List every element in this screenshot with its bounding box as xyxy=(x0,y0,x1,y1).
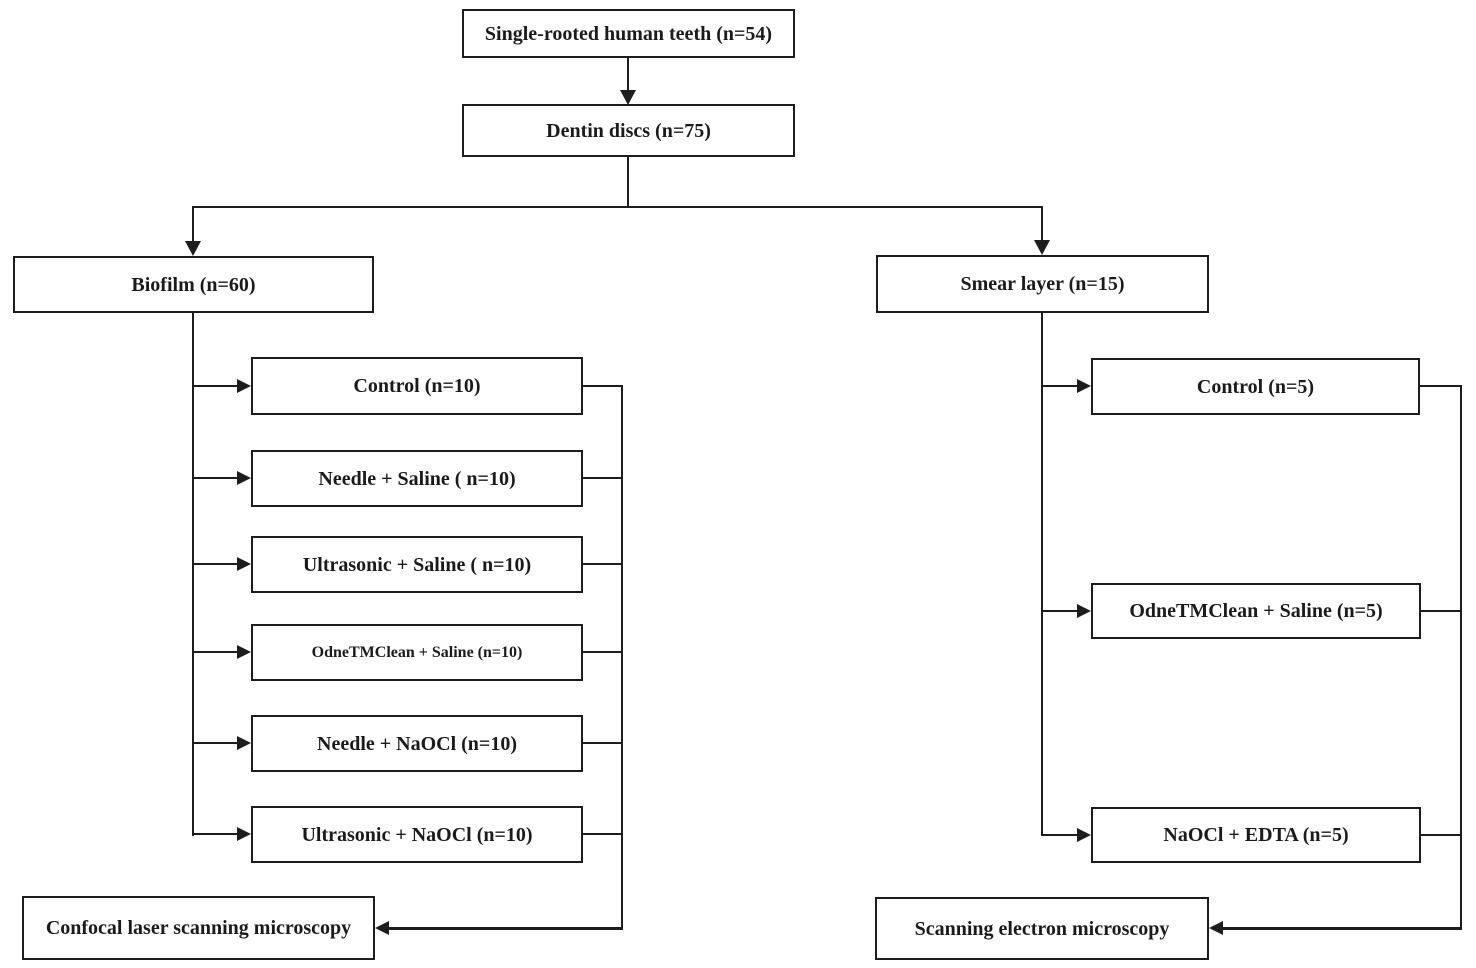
connector-split-smear xyxy=(1041,206,1043,241)
stub-ultrasonic-saline xyxy=(583,563,623,565)
stub-naocl-edta xyxy=(1420,834,1462,836)
node-needle-saline: Needle + Saline ( n=10) xyxy=(251,450,583,507)
node-needle-naocl: Needle + NaOCl (n=10) xyxy=(251,715,583,772)
connector-smear-odneclean xyxy=(1042,610,1079,612)
node-biofilm-control: Control (n=10) xyxy=(251,357,583,415)
arrowhead-needle-naocl-icon xyxy=(237,736,251,750)
node-confocal-microscopy: Confocal laser scanning microscopy xyxy=(22,896,375,960)
node-odneclean-saline: OdneTMClean + Saline (n=10) xyxy=(251,624,583,681)
arrowhead-discs-icon xyxy=(620,90,636,105)
node-ultrasonic-naocl: Ultrasonic + NaOCl (n=10) xyxy=(251,806,583,863)
stub-needle-naocl xyxy=(583,742,623,744)
stub-biofilm-control xyxy=(583,385,623,387)
arrowhead-ultrasonic-naocl-icon xyxy=(237,827,251,841)
connector-smear-spine xyxy=(1041,313,1043,836)
connector-needle-saline xyxy=(193,477,238,479)
connector-collector-clsm xyxy=(387,927,623,930)
connector-teeth-discs xyxy=(627,58,629,92)
arrowhead-smear-odneclean-icon xyxy=(1077,604,1091,618)
node-naocl-edta: NaOCl + EDTA (n=5) xyxy=(1091,807,1421,863)
connector-naocl-edta xyxy=(1042,834,1079,836)
arrowhead-biofilm-icon xyxy=(185,241,201,256)
connector-left-collector xyxy=(621,385,623,930)
node-smear-odneclean-saline: OdneTMClean + Saline (n=5) xyxy=(1091,583,1421,639)
connector-needle-naocl xyxy=(193,742,238,744)
arrowhead-sem-icon xyxy=(1209,921,1223,935)
stub-needle-saline xyxy=(583,477,623,479)
node-ultrasonic-saline: Ultrasonic + Saline ( n=10) xyxy=(251,536,583,593)
node-single-rooted-teeth: Single-rooted human teeth (n=54) xyxy=(462,9,795,58)
connector-ultrasonic-saline xyxy=(193,563,238,565)
arrowhead-biofilm-control-icon xyxy=(237,379,251,393)
stub-smear-control xyxy=(1420,385,1462,387)
stub-odneclean-saline xyxy=(583,651,623,653)
connector-smear-control xyxy=(1042,385,1079,387)
node-scanning-electron-microscopy: Scanning electron microscopy xyxy=(875,897,1209,960)
node-smear-control: Control (n=5) xyxy=(1091,358,1420,415)
node-dentin-discs: Dentin discs (n=75) xyxy=(462,104,795,157)
connector-biofilm-control xyxy=(193,385,238,387)
connector-collector-sem xyxy=(1221,927,1462,930)
connector-odneclean-saline xyxy=(193,651,238,653)
connector-split-biofilm xyxy=(192,206,194,242)
arrowhead-smear-icon xyxy=(1034,240,1050,255)
connector-split-bar xyxy=(192,206,1043,208)
arrowhead-smear-control-icon xyxy=(1077,379,1091,393)
connector-ultrasonic-naocl xyxy=(193,833,238,835)
node-biofilm: Biofilm (n=60) xyxy=(13,256,374,313)
arrowhead-naocl-edta-icon xyxy=(1077,828,1091,842)
arrowhead-odneclean-saline-icon xyxy=(237,645,251,659)
stub-ultrasonic-naocl xyxy=(583,833,623,835)
arrowhead-ultrasonic-saline-icon xyxy=(237,557,251,571)
connector-right-collector xyxy=(1460,385,1462,930)
node-smear-layer: Smear layer (n=15) xyxy=(876,255,1209,313)
connector-discs-split xyxy=(627,157,629,208)
arrowhead-needle-saline-icon xyxy=(237,471,251,485)
arrowhead-clsm-icon xyxy=(375,921,389,935)
connector-biofilm-spine xyxy=(192,313,194,836)
stub-smear-odneclean xyxy=(1420,610,1462,612)
